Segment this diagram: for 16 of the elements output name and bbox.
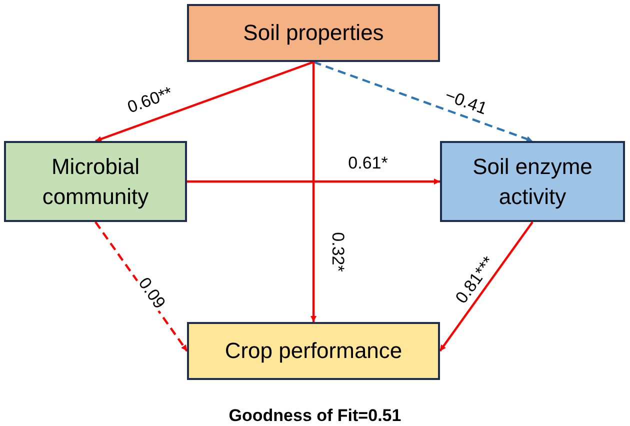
- arrow: [310, 62, 316, 322]
- caption: Goodness of Fit=0.51: [228, 405, 402, 426]
- node-label: Microbial community: [41, 152, 150, 211]
- node-label: Soil properties: [243, 19, 384, 48]
- node-label: Soil enzyme activity: [472, 152, 594, 211]
- process-box: [4, 141, 187, 222]
- edge-label: 0.32*: [330, 230, 346, 274]
- arrow: [313, 60, 533, 142]
- process-box: [187, 4, 440, 62]
- node-label: Crop performance: [224, 337, 402, 366]
- process-box: [187, 322, 440, 380]
- edge-label: 0.61*: [346, 154, 390, 172]
- arrow: [187, 178, 440, 184]
- arrow: [439, 221, 534, 352]
- process-box: [440, 141, 625, 222]
- arrow: [95, 60, 314, 142]
